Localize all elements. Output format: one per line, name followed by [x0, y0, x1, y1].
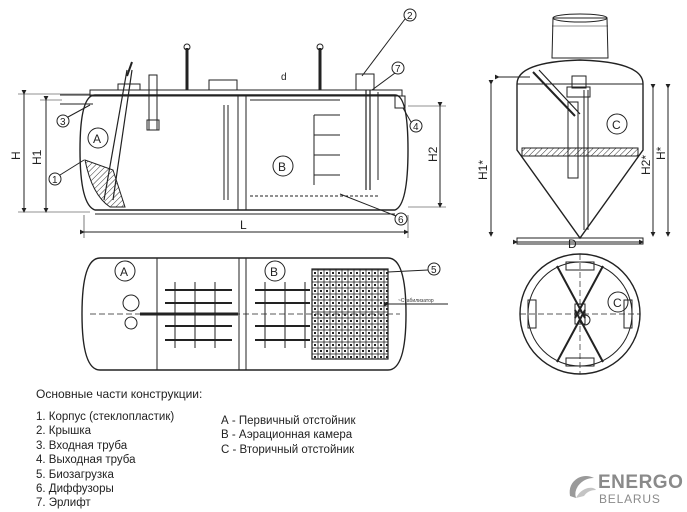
logo-word-energo: ENERGO [598, 472, 684, 493]
callout-5: 5 [431, 265, 437, 276]
dim-d-label: D [568, 237, 577, 251]
lid-2 [355, 73, 375, 91]
zone-c-label-top: C [613, 296, 622, 310]
end-view [488, 13, 671, 245]
legend-part-3: 3. Входная труба [36, 439, 128, 452]
hatched-partition [521, 147, 639, 157]
outlet-arrow-label: ~Стабилизатор [398, 298, 434, 304]
callout-3: 3 [60, 117, 66, 128]
tank-body-side [79, 94, 409, 211]
end-view-labels: C H1* H2* H* D [476, 118, 668, 251]
dim-h1-label: H1 [30, 149, 44, 165]
energo-belarus-logo: ENERGO BELARUS [566, 466, 684, 510]
callout-6: 6 [398, 215, 404, 226]
legend-part-2: 2. Крышка [36, 425, 92, 438]
dim-h2-star-label: H2* [639, 155, 653, 175]
dim-h-label: H [9, 151, 23, 160]
legend-part-5: 5. Биозагрузка [36, 468, 114, 481]
legend-parts-list: 1. Корпус (стеклопластик) 2. Крышка 3. В… [36, 410, 174, 511]
dim-h-star-label: H* [654, 146, 668, 160]
zone-b-label-side: B [278, 160, 286, 174]
zone-a-label-plan: A [120, 265, 128, 279]
zone-a-marker-side [87, 127, 109, 149]
legend-zones-list: А - Первичный отстойник В - Аэрационная … [221, 414, 356, 457]
zone-c-marker-end [606, 113, 628, 135]
callout-7: 7 [395, 64, 401, 75]
legend-zone-b: В - Аэрационная камера [221, 429, 353, 442]
legend-part-1: 1. Корпус (стеклопластик) [36, 411, 175, 423]
dim-h2-label: H2 [426, 146, 440, 162]
legend-part-4: 4. Выходная труба [36, 454, 136, 467]
zone-a-label-side: A [93, 132, 101, 146]
tank-body-plan [81, 257, 407, 371]
callout-1: 1 [52, 175, 58, 186]
plan-view-labels: A B 5 ~Стабилизатор [120, 265, 437, 304]
callout-4: 4 [413, 122, 419, 133]
zone-c-marker-top [607, 291, 629, 313]
legend-part-7: 7. Эрлифт [36, 497, 91, 510]
side-view-labels: A B H H1 H2 L d 3 1 2 7 4 6 [9, 11, 440, 232]
legend-zone-c: С - Вторичный отстойник [221, 443, 355, 456]
bio-media [311, 268, 389, 360]
dim-h1-star-label: H1* [476, 160, 490, 180]
dim-l-label: L [240, 218, 247, 232]
legend-title: Основные части конструкции: [36, 387, 203, 401]
logo-mark-icon [569, 476, 596, 498]
lid-1 [208, 79, 238, 91]
zone-b-marker-side [272, 155, 294, 177]
logo-word-belarus: BELARUS [599, 492, 661, 506]
legend-zone-a: А - Первичный отстойник [221, 415, 356, 427]
plan-view [81, 257, 448, 371]
top-view-labels: C [613, 296, 622, 310]
top-view [519, 253, 641, 375]
legend-part-6: 6. Диффузоры [36, 483, 114, 496]
side-view [18, 8, 446, 238]
zone-c-label-end: C [612, 118, 621, 132]
dim-d-small-label: d [281, 72, 287, 83]
callout-2: 2 [407, 11, 413, 22]
zone-b-marker-plan [264, 260, 286, 282]
zone-b-label-plan: B [270, 265, 278, 279]
neck [551, 17, 609, 59]
sediment-a [84, 159, 126, 208]
zone-a-marker-plan [114, 260, 136, 282]
